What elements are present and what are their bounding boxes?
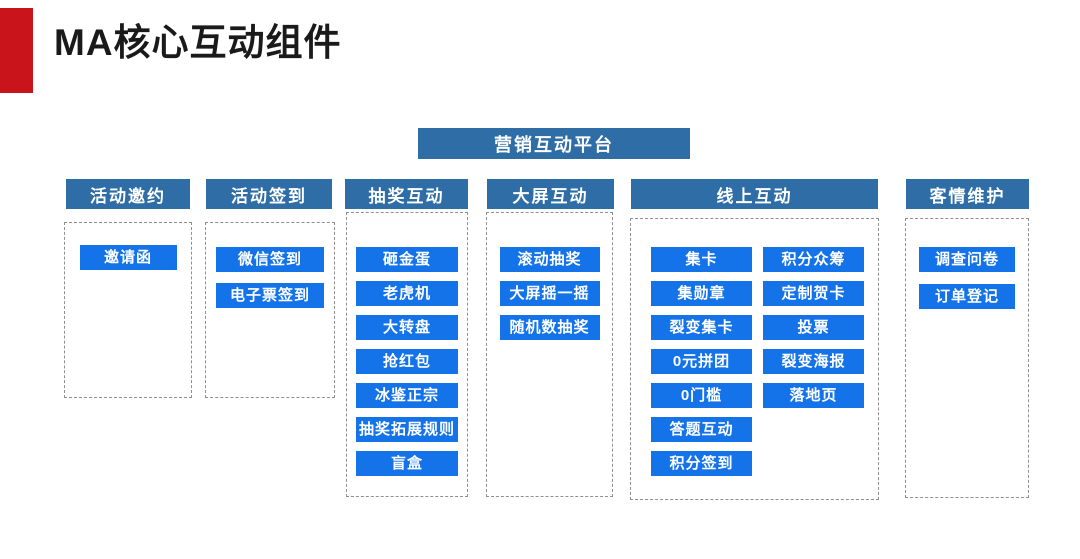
component-item: 抽奖拓展规则 xyxy=(356,417,458,442)
column-header-event-checkin: 活动签到 xyxy=(206,179,332,209)
column-header-online: 线上互动 xyxy=(631,179,878,209)
column-header-customer-care: 客情维护 xyxy=(906,179,1029,209)
online-subcolumns: 集卡 集勋章 裂变集卡 0元拼团 0门槛 答题互动 积分签到 积分众筹 定制贺卡… xyxy=(631,219,878,485)
red-accent-block xyxy=(0,8,33,93)
component-item: 滚动抽奖 xyxy=(499,247,600,272)
component-item: 集卡 xyxy=(651,247,752,272)
component-item: 裂变集卡 xyxy=(651,315,752,340)
component-item: 老虎机 xyxy=(356,281,458,306)
component-item: 调查问卷 xyxy=(919,247,1015,272)
column-header-bigscreen: 大屏互动 xyxy=(487,179,614,209)
component-item: 0元拼团 xyxy=(651,349,752,374)
platform-banner: 营销互动平台 xyxy=(418,128,690,159)
group-event-checkin: 微信签到 电子票签到 xyxy=(205,222,335,398)
group-online: 集卡 集勋章 裂变集卡 0元拼团 0门槛 答题互动 积分签到 积分众筹 定制贺卡… xyxy=(630,218,879,500)
component-item: 抢红包 xyxy=(356,349,458,374)
column-header-lottery: 抽奖互动 xyxy=(345,179,468,209)
column-header-event-invite: 活动邀约 xyxy=(66,179,190,209)
component-item: 0门槛 xyxy=(651,383,752,408)
group-customer-care: 调查问卷 订单登记 xyxy=(905,218,1029,498)
component-item: 随机数抽奖 xyxy=(499,315,600,340)
component-item: 订单登记 xyxy=(919,284,1015,309)
component-item: 投票 xyxy=(763,315,864,340)
component-item: 集勋章 xyxy=(651,281,752,306)
component-item: 微信签到 xyxy=(216,247,324,272)
component-item: 邀请函 xyxy=(79,245,177,270)
group-lottery: 砸金蛋 老虎机 大转盘 抢红包 冰鉴正宗 抽奖拓展规则 盲盒 xyxy=(346,212,468,497)
component-item: 电子票签到 xyxy=(216,283,324,308)
component-item: 定制贺卡 xyxy=(763,281,864,306)
component-item: 积分签到 xyxy=(651,451,752,476)
component-item: 落地页 xyxy=(763,383,864,408)
component-item: 答题互动 xyxy=(651,417,752,442)
component-item: 冰鉴正宗 xyxy=(356,383,458,408)
online-subcolumn-left: 集卡 集勋章 裂变集卡 0元拼团 0门槛 答题互动 积分签到 xyxy=(651,247,752,485)
group-bigscreen: 滚动抽奖 大屏摇一摇 随机数抽奖 xyxy=(486,212,613,497)
group-event-invite: 邀请函 xyxy=(64,222,192,398)
component-item: 积分众筹 xyxy=(763,247,864,272)
component-item: 大转盘 xyxy=(356,315,458,340)
online-subcolumn-right: 积分众筹 定制贺卡 投票 裂变海报 落地页 xyxy=(763,247,864,485)
component-item: 砸金蛋 xyxy=(356,247,458,272)
page-title: MA核心互动组件 xyxy=(54,22,342,63)
component-item: 裂变海报 xyxy=(763,349,864,374)
component-item: 大屏摇一摇 xyxy=(499,281,600,306)
component-item: 盲盒 xyxy=(356,451,458,476)
